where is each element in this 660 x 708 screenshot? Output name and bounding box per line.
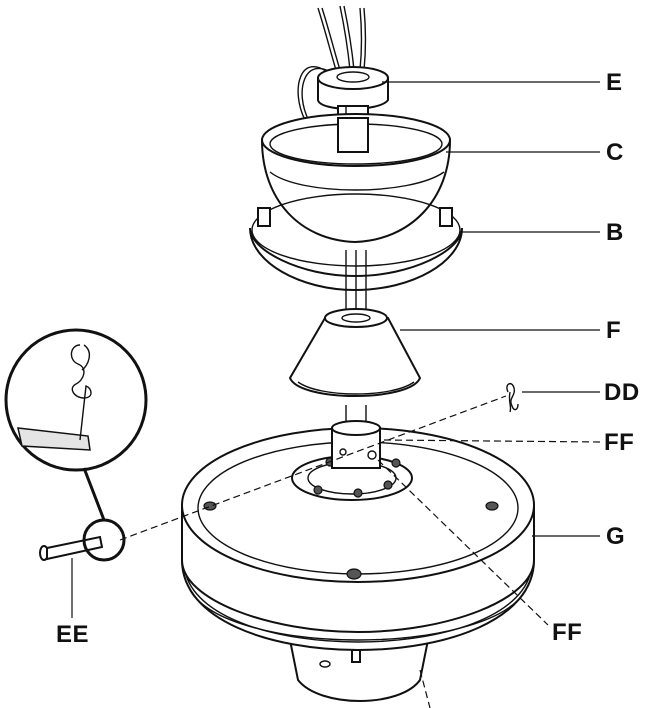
hanger-ball-e xyxy=(317,66,389,110)
motor-housing-g xyxy=(180,420,536,702)
clevis-pin-ee xyxy=(39,535,104,561)
assembly-lines xyxy=(119,395,601,626)
canopy-c xyxy=(260,113,452,244)
hairpin-clip-dd xyxy=(506,382,519,413)
callout-e: E xyxy=(606,69,623,96)
leader-lines xyxy=(71,81,600,618)
callout-dd: DD xyxy=(604,379,640,406)
callout-g: G xyxy=(606,523,625,550)
pull-chain xyxy=(419,669,431,708)
callout-ff-upper: FF xyxy=(604,429,634,456)
callout-ff-lower: FF xyxy=(552,619,582,646)
callout-f: F xyxy=(606,317,621,344)
callout-b: B xyxy=(606,219,624,246)
detail-magnifier xyxy=(4,328,148,562)
coupling-cover-f xyxy=(288,308,422,397)
callout-c: C xyxy=(606,139,624,166)
callout-ee: EE xyxy=(56,621,89,648)
